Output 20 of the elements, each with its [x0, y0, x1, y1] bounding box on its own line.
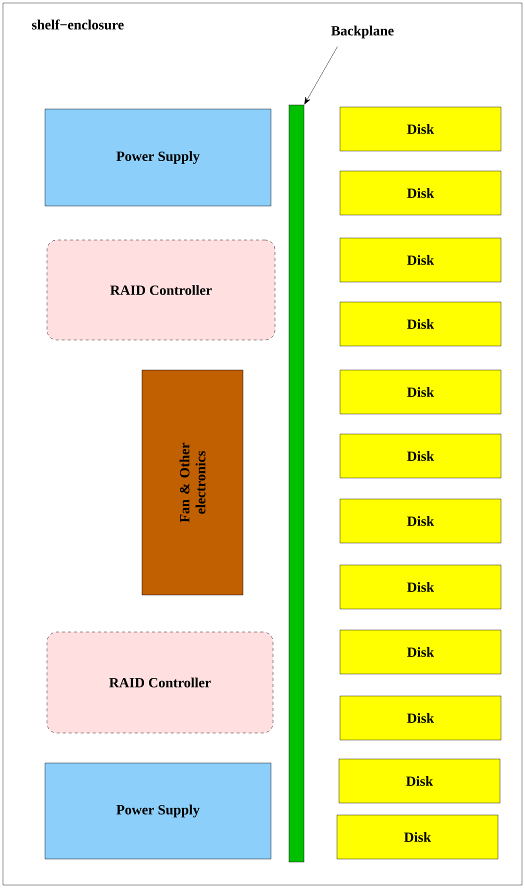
- backplane-bar: [288, 104, 304, 862]
- component-box: Disk: [340, 302, 502, 346]
- controller-box: RAID Controller: [46, 240, 276, 340]
- component-box: Disk: [340, 170, 502, 216]
- backplane-label: Backplane: [331, 26, 394, 38]
- component-box: Disk: [340, 434, 502, 478]
- component-box: Disk: [336, 814, 498, 860]
- component-box: Disk: [340, 564, 502, 610]
- component-box: Disk: [340, 630, 502, 674]
- component-box: Fan & Other electronics: [142, 370, 244, 596]
- component-box: Disk: [338, 758, 500, 804]
- component-box: Power Supply: [44, 762, 272, 860]
- component-box: Disk: [340, 106, 502, 152]
- component-box: Disk: [340, 696, 502, 740]
- leader-arrow: [304, 46, 338, 104]
- controller-box: RAID Controller: [46, 632, 274, 734]
- component-box: Disk: [340, 370, 502, 414]
- component-box: Disk: [340, 238, 502, 282]
- component-box: Power Supply: [44, 108, 272, 206]
- component-box: Disk: [340, 498, 502, 544]
